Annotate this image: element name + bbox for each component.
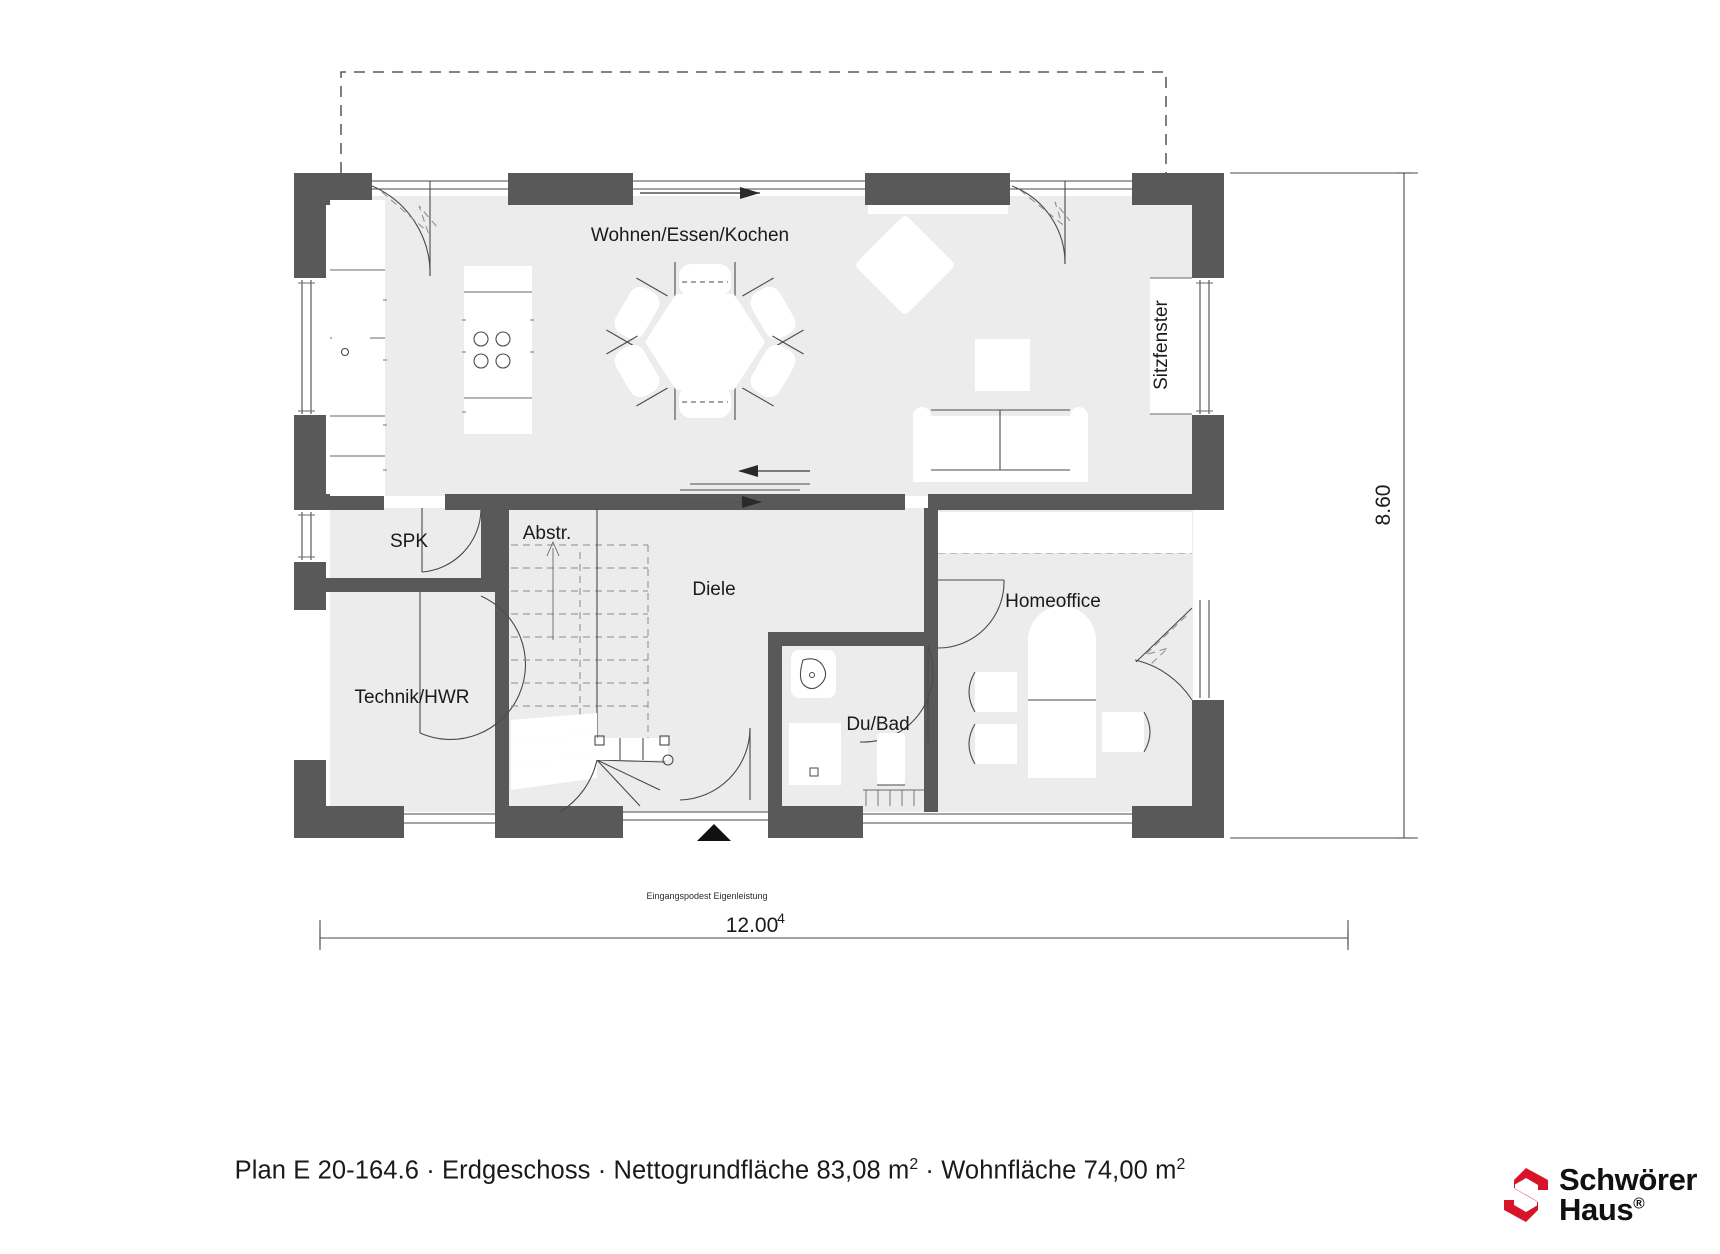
logo-registered-mark: ® (1633, 1195, 1645, 1213)
room-label-diele: Diele (692, 579, 735, 600)
room-label-spk: SPK (390, 531, 428, 552)
desk-icon (1028, 606, 1096, 778)
office-chair-3 (1102, 711, 1151, 753)
caption-sep-2: · (597, 1156, 607, 1185)
office-chair-1 (968, 671, 1017, 713)
exterior-walls (294, 173, 1224, 838)
pocket-door-track (680, 483, 810, 491)
logo-line-2-wrap: Haus® (1559, 1192, 1697, 1227)
dimension-height-label: 8.60 (1372, 485, 1395, 526)
homeoffice-furniture (938, 512, 1192, 778)
side-table (975, 339, 1030, 391)
caption-sep-1: · (426, 1156, 435, 1185)
caption-sep-3: · (925, 1156, 935, 1185)
logo-line-1: Schwörer (1559, 1161, 1698, 1197)
office-chair-2 (968, 723, 1017, 765)
kitchen-island (462, 266, 534, 434)
kitchen-furniture (330, 200, 534, 496)
armchair-icon (856, 216, 954, 314)
room-label-sitzfenster: Sitzfenster (1151, 299, 1172, 389)
interior-walls (326, 465, 1192, 812)
living-furniture (856, 216, 1088, 482)
caption-net-area-exponent: 2 (909, 1156, 919, 1173)
caption-plan-code: Plan E 20-164.6 (234, 1156, 420, 1185)
dimension-lines (319, 172, 1418, 950)
sink-icon (332, 310, 370, 382)
dimension-width-label: 12.00 (726, 914, 779, 937)
caption-living-area-exponent: 2 (1176, 1156, 1186, 1173)
room-label-wohnen: Wohnen/Essen/Kochen (591, 225, 789, 246)
schwoerer-s-mark-icon (1502, 1167, 1550, 1223)
toilet-icon (877, 733, 905, 786)
cooktop-icon (470, 327, 515, 373)
sitzfenster-bay (1150, 277, 1192, 415)
caption-living-area: Wohnfläche 74,00 m (941, 1156, 1177, 1185)
logo-wordmark: Schwörer Haus® (1559, 1161, 1698, 1227)
entrance-podest: Eingangspodest Eigenleistung (613, 824, 781, 910)
sliding-door-arrow-hall (680, 496, 762, 508)
dimension-width-exponent: 4 (777, 910, 785, 926)
schwoererhaus-logo: Schwörer Haus® (1502, 1152, 1702, 1238)
room-label-dubad: Du/Bad (846, 714, 909, 735)
pocket-door-arrow-left (738, 465, 810, 477)
stairs-icon (511, 508, 674, 813)
room-label-abstr: Abstr. (523, 523, 572, 544)
shower-icon (789, 723, 841, 785)
room-label-homeoffice: Homeoffice (1005, 591, 1101, 612)
room-label-technik: Technik/HWR (354, 687, 469, 708)
sofa-icon (913, 407, 1088, 482)
roof-overhang-outline (340, 71, 1167, 173)
sliding-door-arrow-top (640, 187, 760, 199)
logo-line-2: Haus (1559, 1192, 1634, 1227)
caption-floor: Erdgeschoss (442, 1156, 591, 1185)
dimension-labels: 8.60 12.00 4 (726, 485, 1395, 937)
caption-net-area: Nettogrundfläche 83,08 m (613, 1156, 910, 1185)
dimension-width-group: 12.00 4 (726, 910, 785, 937)
bathroom-fixtures (789, 650, 925, 806)
hexagon-table-icon (606, 262, 804, 420)
room-labels: Wohnen/Essen/Kochen Sitzfenster SPK Abst… (354, 225, 1172, 735)
plan-caption: Plan E 20-164.6 · Erdgeschoss · Nettogru… (0, 1156, 1420, 1186)
podest-label: Eingangspodest Eigenleistung (646, 891, 767, 901)
washbasin-icon (791, 650, 836, 698)
triangle-up-icon (697, 824, 731, 841)
